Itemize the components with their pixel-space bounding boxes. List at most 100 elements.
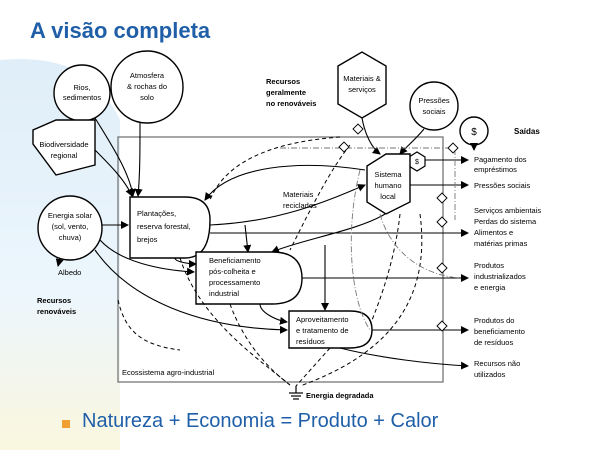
plantacoes-box [129, 196, 211, 259]
plantacoes-label-1: Plantações, [137, 209, 176, 218]
albedo-label: Albedo [58, 268, 81, 277]
valve-4 [436, 216, 448, 228]
out-servicos-1: Serviços ambientais [474, 206, 541, 215]
flow-plant-sistema [209, 184, 366, 226]
valve-7 [447, 142, 459, 154]
out-produtos-ben-3: de resíduos [474, 338, 513, 347]
pressoes-label-2: sociais [423, 107, 446, 116]
rios-label-2: sedimentos [63, 93, 102, 102]
sistema-humano-hex [366, 153, 411, 215]
page-title: A visão completa [30, 18, 211, 43]
atmosfera-label-2: & rochas do [127, 82, 167, 91]
ecossistema-label: Ecossistema agro-industrial [122, 368, 214, 377]
dash-sistema-aprov [371, 213, 401, 321]
out-pagamento-2: empréstimos [474, 165, 517, 174]
aproveitamento-label-1: Aproveitamento [296, 315, 349, 324]
energia-solar-label-1: Energia solar [48, 211, 93, 220]
dashdot-2 [379, 213, 461, 279]
out-recursos-2: utilizados [474, 370, 506, 379]
recursos-renovaveis-1: Recursos [37, 296, 71, 305]
ground-symbol [289, 386, 303, 400]
flow-sistema-benef [271, 213, 386, 253]
flow-solar-albedo [55, 257, 64, 267]
pressoes-label-1: Pressões [418, 96, 450, 105]
pressoes-source [409, 81, 459, 131]
out-produtos-ind-1: Produtos [474, 261, 504, 270]
recursos-renovaveis-2: renováveis [37, 307, 76, 316]
recursos-nao-renovaveis-2: geralmente [266, 88, 306, 97]
bullet-marker [62, 419, 70, 428]
valve-6 [436, 320, 448, 332]
flow-solar-benef [99, 239, 195, 276]
valve-1 [338, 141, 350, 153]
dash-left-loop [117, 299, 181, 351]
energia-solar-label-2: (sol, vento, [52, 222, 89, 231]
dashdot-flows [280, 147, 461, 331]
materiais-reciclados-2: reciclados [283, 201, 317, 210]
recursos-nao-renovaveis-1: Recursos [266, 77, 300, 86]
biodiversidade-label-1: Biodiversidade [39, 140, 88, 149]
out-produtos-ind-3: e energia [474, 283, 506, 292]
atmosfera-label-3: solo [140, 93, 154, 102]
flow-rios-plant [94, 117, 136, 197]
plantacoes-label-3: brejos [137, 235, 158, 244]
out-produtos-ben-2: beneficiamento [474, 327, 525, 336]
flow-benef-aprov [259, 303, 288, 325]
dashdot-1 [280, 147, 456, 220]
out-pagamento-1: Pagamento dos [474, 155, 527, 164]
aproveitamento-label-3: resíduos [296, 337, 325, 346]
flow-aprov-nao-util [339, 347, 469, 370]
out-recursos-1: Recursos não [474, 359, 520, 368]
bullet-text: Natureza + Economia = Produto + Calor [82, 410, 439, 432]
out-produtos-ind-2: industrializados [474, 272, 526, 281]
dash-energia-2 [229, 303, 291, 386]
solid-flows [55, 117, 478, 370]
sistema-humano-label-1: Sistema [374, 170, 402, 179]
beneficiamento-label-4: industrial [209, 289, 239, 298]
dash-nonrenew-benef [289, 144, 351, 251]
diamond-valves [338, 123, 459, 332]
energia-solar-label-3: chuva) [59, 233, 82, 242]
flow-plant-benef [174, 257, 197, 268]
out-pressoes-sociais: Pressões sociais [474, 181, 531, 190]
materiais-servicos-source [337, 51, 387, 119]
sistema-humano-label-3: local [380, 192, 396, 201]
valve-5 [436, 262, 448, 274]
dashdot-3 [350, 169, 371, 331]
dash-energia-3 [295, 347, 331, 387]
sistema-humano-label-2: humano [374, 181, 401, 190]
energia-solar-source [37, 195, 103, 261]
dashed-flows [117, 136, 423, 387]
energia-degradada-label: Energia degradada [306, 391, 374, 400]
out-servicos-2: Perdas do sistema [474, 217, 537, 226]
dash-nonrenew-plant [209, 136, 341, 201]
flow-solar-aprov [94, 249, 288, 334]
beneficiamento-label-2: pós-colheita e [209, 267, 256, 276]
dollar-hex-sign: $ [415, 159, 419, 166]
valve-2 [352, 123, 364, 135]
materiais-servicos-label-2: serviços [348, 85, 376, 94]
flow-pressoes-sistema [399, 128, 425, 155]
saidas-label: Saídas [514, 127, 540, 136]
atmosfera-label-1: Atmosfera [130, 71, 165, 80]
flow-atmos-plant [134, 122, 143, 197]
out-servicos-3: Alimentos e [474, 228, 513, 237]
beneficiamento-label-1: Beneficiamento [209, 256, 261, 265]
flow-materiais-sistema [361, 117, 381, 155]
recursos-nao-renovaveis-3: no renováveis [266, 99, 316, 108]
materiais-servicos-label-1: Materiais & [343, 74, 381, 83]
biodiversidade-label-2: regional [51, 151, 78, 160]
biodiversidade-source [32, 119, 96, 176]
bullet-row: Natureza + Economia = Produto + Calor [62, 410, 438, 433]
atmosfera-source [110, 50, 184, 124]
saidas-dollar-sign: $ [471, 127, 477, 138]
valve-3 [436, 192, 448, 204]
flow-plant-down [243, 224, 252, 253]
flow-biodiv-plant [94, 149, 133, 197]
flow-recycle-plant [204, 164, 366, 201]
plantacoes-label-2: reserva forestal, [137, 222, 191, 231]
beneficiamento-label-3: processamento [209, 278, 260, 287]
out-servicos-4: matérias primas [474, 239, 528, 248]
materiais-reciclados-1: Materiais [283, 190, 314, 199]
